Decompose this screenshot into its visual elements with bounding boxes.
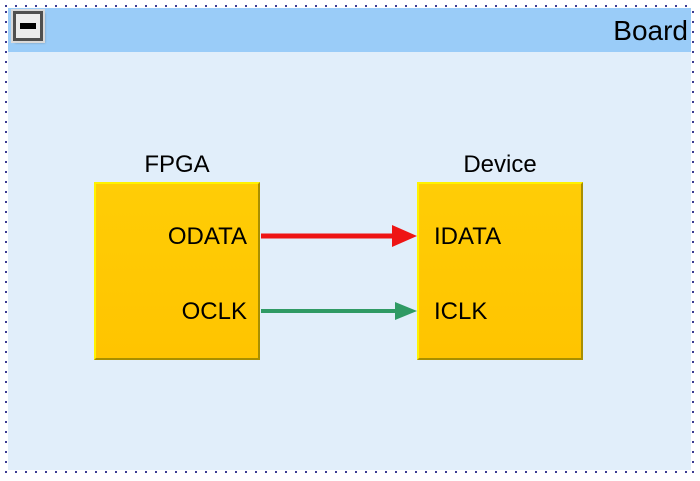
arrowhead-oclk-to-iclk [395, 302, 417, 320]
device-block[interactable]: IDATA ICLK [417, 182, 583, 360]
block-title-fpga: FPGA [144, 151, 210, 178]
board-header[interactable]: Board [8, 8, 691, 52]
port-label-oclk: OCLK [181, 298, 247, 325]
board-title: Board [613, 15, 688, 46]
port-label-idata: IDATA [434, 223, 502, 250]
board-container[interactable]: Board FPGA ODATA OCLK Device IDATA ICLK [5, 5, 694, 473]
fpga-block[interactable]: ODATA OCLK [94, 182, 260, 360]
block-title-device: Device [463, 151, 537, 178]
port-label-odata: ODATA [167, 223, 247, 250]
collapse-button[interactable] [13, 11, 43, 41]
port-label-iclk: ICLK [434, 298, 488, 325]
block-group-fpga: FPGA ODATA OCLK [94, 150, 260, 360]
block-group-device: Device IDATA ICLK [417, 150, 583, 360]
minus-icon [20, 23, 36, 29]
